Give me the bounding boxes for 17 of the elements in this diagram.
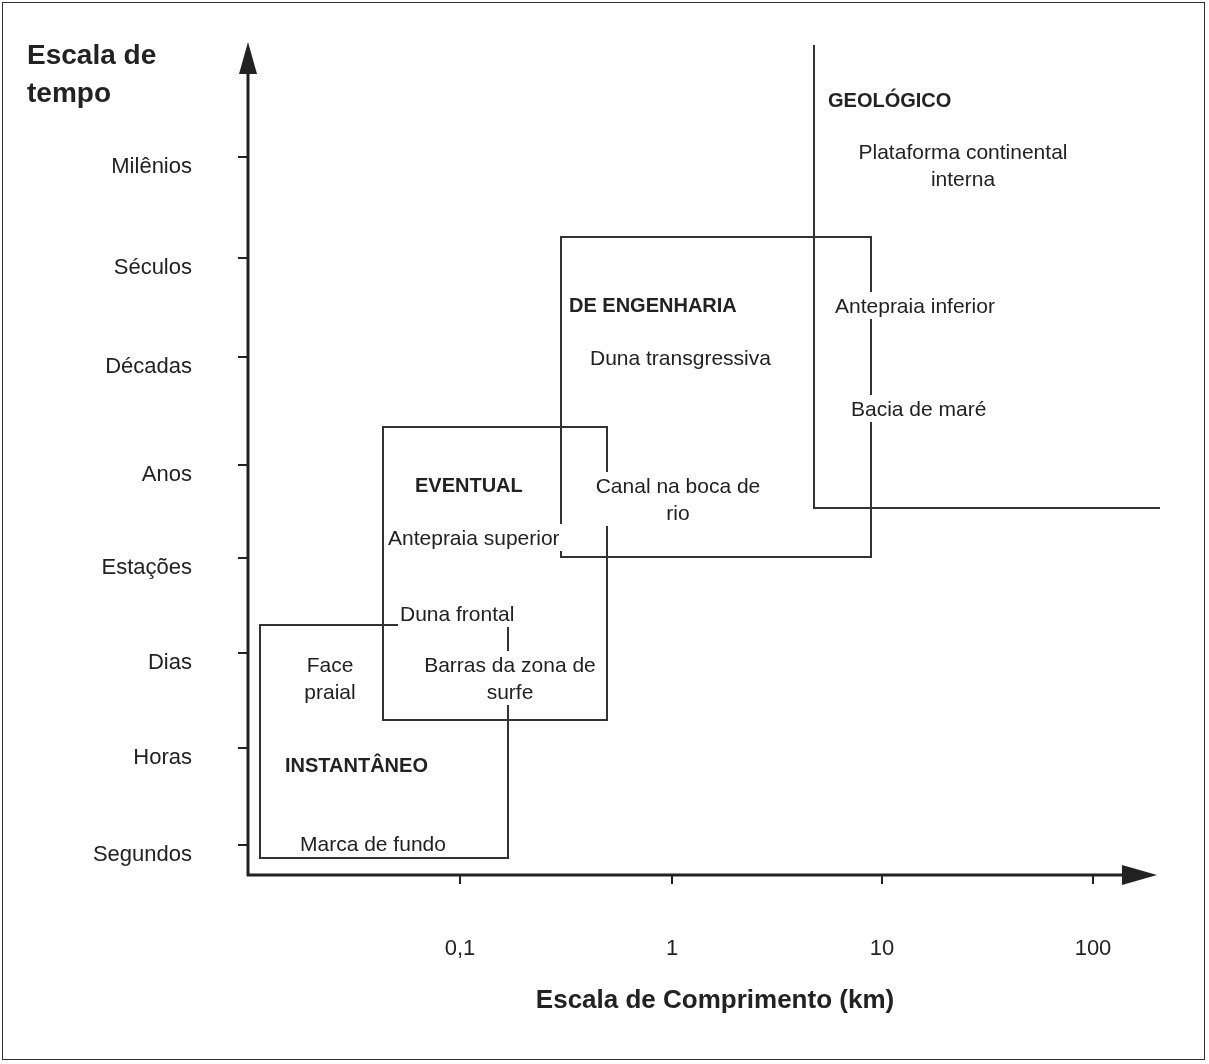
tick-label: Estações bbox=[101, 554, 192, 580]
tick-label: 100 bbox=[1073, 935, 1113, 961]
tick-label: Dias bbox=[148, 649, 192, 675]
axis-title: Escala de tempo bbox=[27, 38, 158, 110]
tick-label: Milênios bbox=[111, 153, 192, 179]
tick-label: 0,1 bbox=[443, 935, 477, 961]
feature-label: Antepraia superior bbox=[386, 524, 562, 551]
tick-label: Anos bbox=[141, 461, 192, 487]
tick-label: Horas bbox=[133, 744, 192, 770]
tick-label: Séculos bbox=[113, 254, 192, 280]
tick-label: Segundos bbox=[92, 841, 192, 867]
tick-label: Décadas bbox=[105, 353, 192, 379]
tick-label: 10 bbox=[868, 935, 896, 961]
axis-title: Escala de Comprimento (km) bbox=[534, 984, 896, 1015]
feature-label: Antepraia inferior bbox=[833, 292, 997, 319]
tick-label: 1 bbox=[664, 935, 680, 961]
feature-label: Bacia de maré bbox=[849, 395, 989, 422]
